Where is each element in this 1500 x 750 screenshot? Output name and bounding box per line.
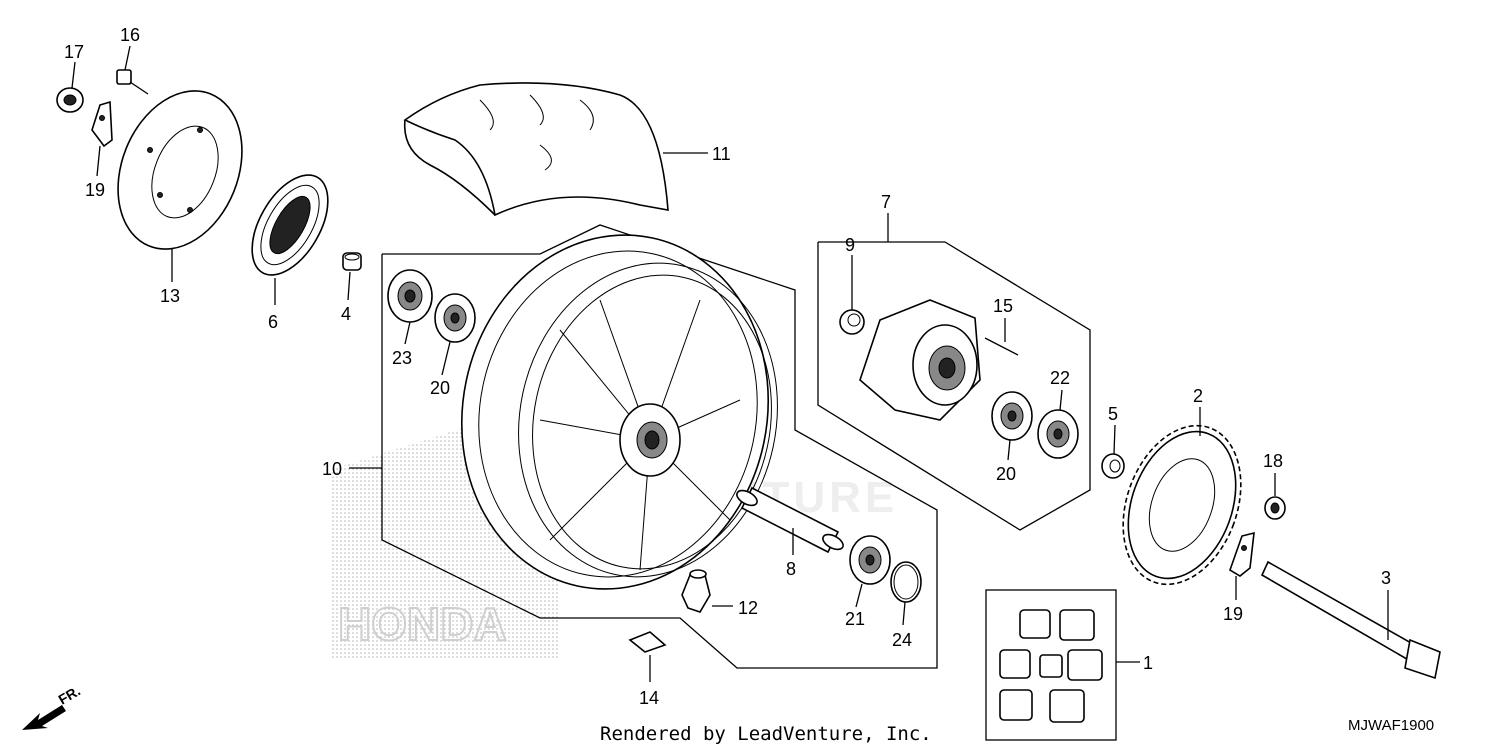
- part-7-hub-flange[interactable]: [859, 299, 981, 421]
- part-9-collar[interactable]: [839, 309, 865, 335]
- leader-lines: [71, 45, 1389, 682]
- part-5-collar[interactable]: [1101, 453, 1125, 479]
- callout-16[interactable]: 16: [120, 25, 140, 45]
- part-20-bearing-right[interactable]: [849, 535, 891, 585]
- callout-4[interactable]: 4: [341, 304, 351, 324]
- part-15-stud[interactable]: [984, 337, 1019, 356]
- callout-24[interactable]: 24: [892, 630, 912, 650]
- callout-5[interactable]: 5: [1108, 404, 1118, 424]
- part-1-damper[interactable]: [999, 609, 1103, 723]
- part-13-brake-disc[interactable]: [96, 72, 265, 268]
- diagram-code: MJWAF1900: [1348, 717, 1434, 734]
- callout-19-right[interactable]: 19: [1223, 604, 1243, 624]
- part-14-weight[interactable]: [628, 631, 667, 653]
- callout-9[interactable]: 9: [845, 235, 855, 255]
- callout-23[interactable]: 23: [392, 348, 412, 368]
- callout-7[interactable]: 7: [881, 192, 891, 212]
- callout-17[interactable]: 18: [1263, 451, 1283, 471]
- callout-11[interactable]: 11: [712, 144, 731, 164]
- part-16-bolt[interactable]: [116, 69, 149, 95]
- part-20-bearing-left[interactable]: [434, 293, 476, 343]
- part-10-wheel[interactable]: [429, 206, 806, 617]
- callout-3[interactable]: 3: [1381, 568, 1391, 588]
- damper-bracket: [985, 589, 1117, 741]
- callout-22[interactable]: 22: [1050, 368, 1070, 388]
- part-24-o-ring[interactable]: [890, 561, 922, 603]
- callout-labels: 17 16 19 13 6 4 23 20 11 10 12 14 8 21 2…: [64, 25, 1391, 708]
- part-17-nut[interactable]: [1264, 496, 1286, 520]
- arrow-icon: [22, 705, 66, 730]
- part-19-plate-right[interactable]: [1229, 531, 1255, 577]
- callout-2[interactable]: 2: [1193, 386, 1203, 406]
- callout-13[interactable]: 13: [160, 286, 180, 306]
- callout-15[interactable]: 15: [993, 296, 1013, 316]
- part-12-valve[interactable]: [681, 569, 711, 613]
- part-23-bearing[interactable]: [387, 269, 433, 323]
- part-19-plate-left[interactable]: [91, 100, 113, 148]
- wheel-assembly-bracket: [381, 224, 938, 669]
- part-2-sprocket[interactable]: [1102, 409, 1261, 601]
- callout-10[interactable]: 10: [322, 459, 342, 479]
- hub-assembly-bracket: [817, 241, 1091, 531]
- callout-20-right[interactable]: 21: [845, 609, 865, 629]
- callout-14[interactable]: 14: [639, 688, 659, 708]
- render-credit: Rendered by LeadVenture, Inc.: [600, 723, 932, 745]
- part-8-spacer[interactable]: [734, 486, 845, 554]
- part-4-collar[interactable]: [342, 252, 362, 271]
- part-11-tire[interactable]: [403, 82, 669, 217]
- part-3-axle[interactable]: [1260, 560, 1441, 680]
- part-18-nut[interactable]: [56, 87, 84, 113]
- callout-12[interactable]: 12: [738, 598, 758, 618]
- front-direction-indicator: FR.: [22, 682, 83, 730]
- callout-21[interactable]: 20: [996, 464, 1016, 484]
- part-21-bearing[interactable]: [991, 391, 1033, 441]
- part-22-bearing[interactable]: [1037, 409, 1079, 459]
- callout-20-left[interactable]: 20: [430, 378, 450, 398]
- callout-19-left[interactable]: 19: [85, 180, 105, 200]
- callout-1[interactable]: 1: [1143, 653, 1153, 673]
- direction-label: FR.: [56, 682, 84, 707]
- callout-18[interactable]: 17: [64, 42, 84, 62]
- callout-8[interactable]: 8: [786, 559, 796, 579]
- watermark-brand: HONDA: [338, 598, 507, 650]
- part-6-seal[interactable]: [237, 162, 344, 287]
- callout-6[interactable]: 6: [268, 312, 278, 332]
